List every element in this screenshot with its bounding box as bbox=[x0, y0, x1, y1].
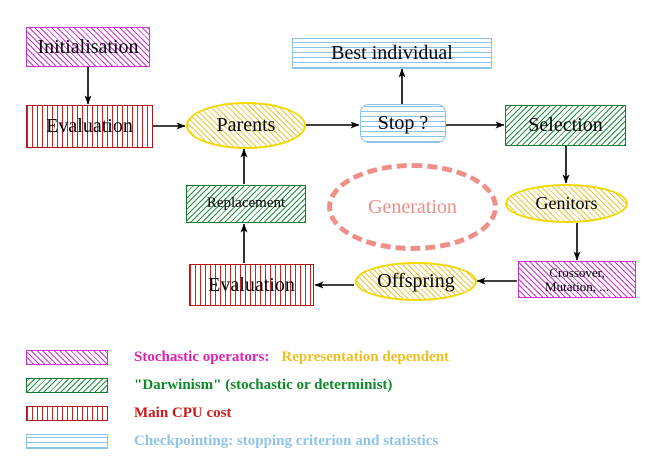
legend-swatch-magenta-diagonal-hatch-icon bbox=[26, 349, 108, 365]
legend-swatch-green-diagonal-hatch-icon bbox=[26, 377, 108, 393]
legend-row-darwinism: "Darwinism" (stochastic or determinist) bbox=[26, 374, 392, 396]
node-replacement-label: Replacement bbox=[206, 195, 286, 212]
legend-row-checkpointing: Checkpointing: stopping criterion and st… bbox=[26, 430, 438, 452]
node-evaluation-top[interactable]: Evaluation bbox=[26, 105, 153, 148]
node-genitors[interactable]: Genitors bbox=[505, 184, 628, 223]
legend-row-stochastic-operators: Stochastic operators: Representation depe… bbox=[26, 346, 449, 368]
node-crossover-mutation-label-line1: Crossover, bbox=[549, 264, 605, 280]
legend-swatch-red-vertical-hatch-icon bbox=[26, 405, 108, 421]
legend-label-stochastic-operators: Stochastic operators: Representation depe… bbox=[134, 349, 449, 366]
node-generation-label: Generation bbox=[368, 195, 457, 218]
node-offspring[interactable]: Offspring bbox=[355, 262, 477, 301]
legend-label-main-cpu-cost: Main CPU cost bbox=[134, 404, 232, 421]
node-parents[interactable]: Parents bbox=[186, 102, 306, 149]
node-evaluation-bottom-label: Evaluation bbox=[208, 273, 295, 296]
node-stop-condition-label: Stop ? bbox=[377, 112, 429, 134]
node-best-individual[interactable]: Best individual bbox=[292, 38, 492, 69]
legend-row-main-cpu-cost: Main CPU cost bbox=[26, 402, 232, 424]
node-selection-label: Selection bbox=[528, 114, 603, 136]
legend-label-representation-dependent-text: Representation dependent bbox=[281, 348, 450, 365]
node-crossover-mutation-label-line2: Mutation, ... bbox=[545, 278, 609, 294]
node-initialisation[interactable]: Initialisation bbox=[26, 27, 150, 67]
legend-label-checkpointing: Checkpointing: stopping criterion and st… bbox=[134, 432, 439, 449]
node-stop-condition[interactable]: Stop ? bbox=[360, 104, 446, 143]
node-genitors-label: Genitors bbox=[535, 193, 598, 214]
node-offspring-label: Offspring bbox=[377, 270, 455, 292]
legend-label-darwinism: "Darwinism" (stochastic or determinist) bbox=[134, 376, 393, 393]
node-best-individual-label: Best individual bbox=[331, 42, 453, 64]
node-initialisation-label: Initialisation bbox=[37, 35, 139, 58]
node-evaluation-top-label: Evaluation bbox=[46, 115, 133, 137]
legend-label-stochastic-operators-text: Stochastic operators: bbox=[134, 348, 270, 365]
node-evaluation-bottom[interactable]: Evaluation bbox=[189, 264, 314, 306]
legend-swatch-blue-horizontal-hatch-icon bbox=[26, 433, 108, 449]
node-selection[interactable]: Selection bbox=[505, 105, 626, 146]
node-generation-group: Generation bbox=[327, 163, 498, 251]
node-crossover-mutation[interactable]: Crossover, Mutation, ... bbox=[518, 261, 636, 298]
legend: Stochastic operators: Representation depe… bbox=[0, 340, 662, 471]
node-replacement[interactable]: Replacement bbox=[186, 185, 306, 223]
node-parents-label: Parents bbox=[216, 114, 276, 136]
